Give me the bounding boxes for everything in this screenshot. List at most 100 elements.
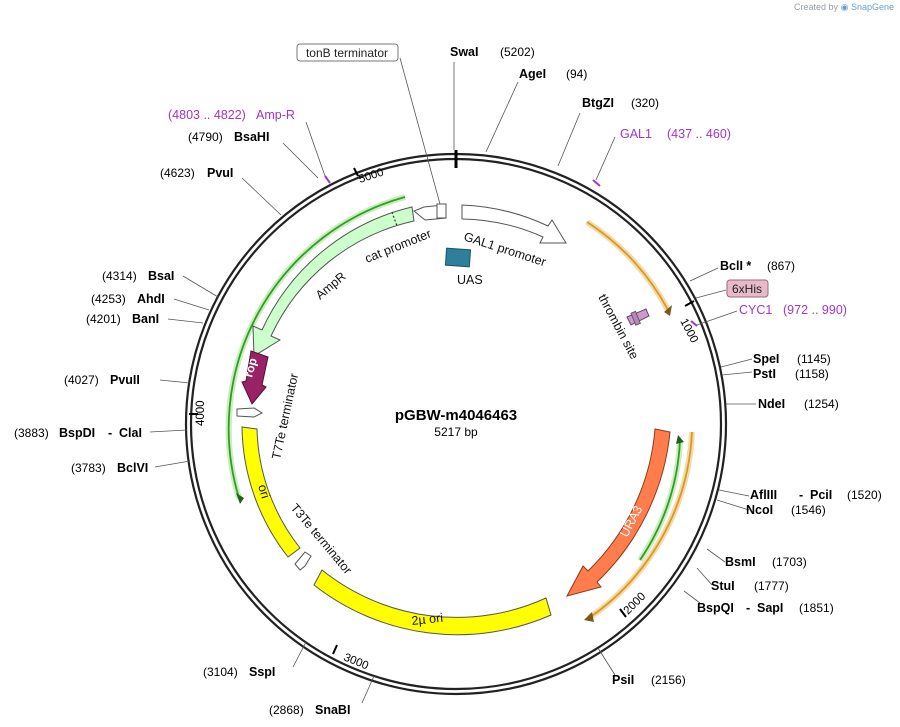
sspi-pos: (3104): [203, 665, 238, 679]
orf-arrow-3: [584, 612, 594, 622]
rop-feature: [241, 350, 269, 405]
snabi-pos: (2868): [269, 703, 304, 717]
bsahi-name: BsaHI: [234, 130, 269, 144]
bcli-pos: (867): [767, 259, 795, 273]
bcli-name: BclI *: [720, 259, 751, 273]
amp-r-primer-name: Amp-R: [256, 108, 295, 122]
sapi-name: SapI: [757, 601, 783, 615]
afliii-name: AflIII: [750, 488, 777, 502]
agei-name: AgeI: [519, 67, 546, 81]
bsai-name: BsaI: [148, 269, 174, 283]
bani-pos: (4201): [86, 312, 121, 326]
orf-arrow-1: [664, 305, 672, 316]
btgzi-pos: (320): [631, 96, 659, 110]
bsai-pos: (4314): [102, 269, 137, 283]
orf-arrow-4: [676, 435, 684, 444]
tick-5000: 5000: [357, 167, 385, 186]
gal1-promoter-label: GAL1 promoter: [462, 230, 548, 270]
t7te-terminator-label: T7Te terminator: [269, 372, 301, 461]
tonb-terminator-box: [296, 43, 399, 62]
stui-pos: (1777): [754, 579, 789, 593]
ampr-label: AmpR: [313, 269, 349, 302]
psti-name: PstI: [753, 367, 776, 381]
tick-4000: 4000: [195, 400, 207, 426]
orf-arc-2: [227, 196, 406, 499]
swai-name: SwaI: [450, 45, 479, 59]
sixhis-box: [726, 279, 769, 298]
ahdi-name: AhdI: [137, 292, 165, 306]
spei-pos: (1145): [797, 352, 831, 366]
backbone-inner: [189, 157, 723, 691]
psii-name: PsiI: [612, 673, 634, 687]
credit-brand: SnapGene: [850, 2, 894, 12]
pvuii-name: PvuII: [110, 373, 140, 387]
snabi-name: SnaBI: [315, 703, 350, 717]
bclvi-name: BclVI: [117, 461, 148, 475]
snapgene-credit: Created by ◉ SnapGene: [794, 2, 894, 13]
plasmid-name: pGBW-m4046463: [395, 407, 517, 424]
two-mu-ori-feature: [313, 569, 552, 636]
scale-ticks: [189, 167, 695, 655]
pvuii-pos: (4027): [64, 373, 99, 387]
amp-r-primer-range: (4803 .. 4822): [168, 108, 246, 122]
plasmid-size: 5217 bp: [434, 425, 478, 439]
pvui-pos: (4623): [160, 166, 195, 180]
cyc1-primer-mark: [690, 320, 698, 327]
ori-feature: [241, 426, 301, 558]
t7te-feature: [236, 407, 264, 418]
clai-name: ClaI: [119, 426, 142, 440]
leader-lines: [149, 57, 756, 704]
amp-r-primer-mark: [324, 175, 331, 184]
ori-label: ori: [255, 483, 272, 500]
sspi-name: SspI: [249, 665, 275, 679]
sixhis-label: 6xHis: [732, 282, 762, 296]
stui-name: StuI: [711, 579, 735, 593]
two-mu-ori-label: 2µ ori: [411, 611, 444, 628]
psii-pos: (2156): [651, 673, 686, 687]
afliii-pos: (1520): [847, 488, 882, 502]
small-feature: [436, 203, 447, 219]
gal1-primer-range: (437 .. 460): [667, 127, 731, 141]
bsahi-pos: (4790): [188, 130, 223, 144]
thrombin-site-mark: [630, 310, 641, 326]
ampr-dashed: [391, 211, 398, 227]
bspqi-name: BspQI: [697, 601, 734, 615]
credit-prefix: Created by: [794, 2, 839, 12]
tick-1000: 1000: [677, 317, 700, 345]
orf-arc-1: [586, 221, 669, 311]
bspdi-name: BspDI: [59, 426, 95, 440]
swai-pos: (5202): [500, 45, 535, 59]
cyc1-primer-range: (972 .. 990): [783, 303, 847, 317]
uas-feature: [444, 247, 472, 268]
ncoi-name: NcoI: [746, 503, 773, 517]
tonb-terminator-label: tonB terminator: [306, 46, 388, 60]
gal1-promoter-feature: [461, 204, 567, 244]
backbone-outer: [184, 152, 728, 696]
snapgene-logo-icon: ◉: [840, 2, 849, 12]
agei-pos: (94): [566, 67, 587, 81]
t3te-feature: [294, 551, 312, 571]
thrombin-site-label: thrombin site: [595, 292, 641, 362]
bspqi-dash: -: [746, 601, 750, 615]
ncoi-pos: (1546): [791, 503, 826, 517]
afliii-dash: -: [799, 488, 803, 502]
orf-arrow-2: [236, 493, 244, 504]
btgzi-name: BtgZI: [582, 96, 614, 110]
ndei-pos: (1254): [804, 397, 839, 411]
pcii-name: PciI: [810, 488, 832, 502]
psti-pos: (1158): [795, 367, 829, 381]
uas-label: UAS: [457, 273, 483, 287]
bspqi-pos: (1851): [799, 601, 834, 615]
bclvi-pos: (3783): [71, 461, 106, 475]
bsmi-name: BsmI: [725, 555, 756, 569]
spei-name: SpeI: [753, 352, 779, 366]
bsmi-pos: (1703): [772, 555, 807, 569]
rop-label: rop: [241, 356, 260, 378]
gal1-primer-mark: [592, 179, 601, 187]
bspdi-dash: -: [108, 426, 112, 440]
ahdi-pos: (4253): [91, 292, 126, 306]
bspdi-pos: (3883): [14, 426, 49, 440]
ndei-name: NdeI: [758, 397, 785, 411]
orf-arc-4: [639, 439, 681, 561]
